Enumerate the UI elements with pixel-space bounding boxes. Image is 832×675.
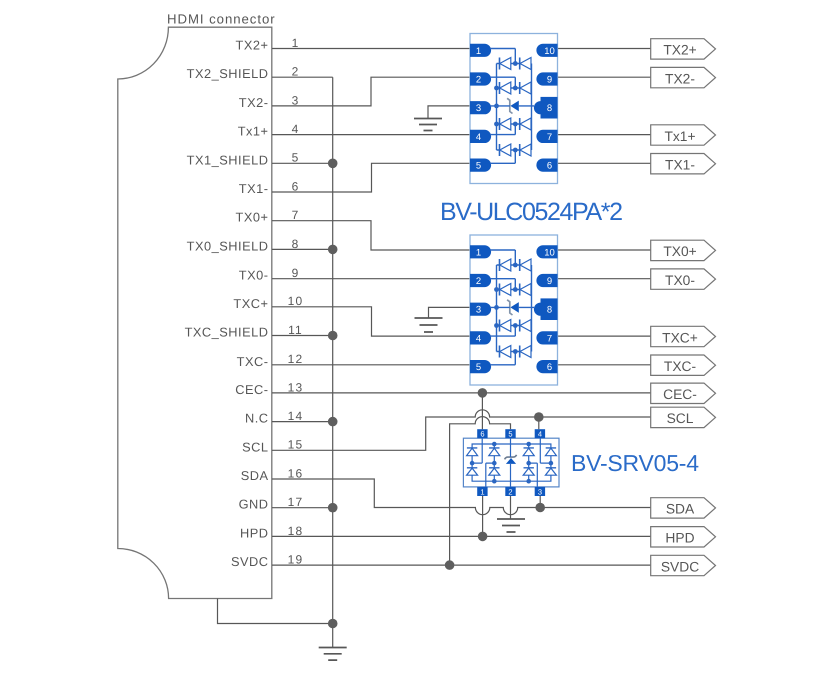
svg-text:CEC-: CEC-	[663, 387, 697, 402]
svg-text:14: 14	[288, 409, 304, 423]
svg-text:13: 13	[288, 380, 304, 394]
svg-text:5: 5	[508, 430, 512, 439]
svg-text:BV-ULC0524PA*2: BV-ULC0524PA*2	[440, 198, 623, 226]
svg-text:TX0-: TX0-	[239, 268, 269, 283]
svg-text:4: 4	[538, 430, 542, 439]
svg-text:9: 9	[547, 276, 552, 287]
svg-text:SDA: SDA	[241, 468, 269, 483]
svg-text:N.C: N.C	[245, 411, 269, 426]
svg-text:9: 9	[292, 266, 300, 280]
svg-text:3: 3	[292, 93, 300, 107]
svg-text:3: 3	[538, 487, 542, 496]
svg-text:12: 12	[288, 352, 304, 366]
svg-text:SDA: SDA	[666, 502, 695, 517]
svg-text:4: 4	[476, 132, 481, 143]
svg-text:4: 4	[292, 122, 300, 136]
svg-text:10: 10	[288, 294, 304, 308]
svg-text:TXC_SHIELD: TXC_SHIELD	[185, 325, 269, 340]
svg-text:SVDC: SVDC	[661, 559, 699, 574]
svg-text:10: 10	[544, 46, 555, 57]
svg-text:5: 5	[476, 161, 481, 172]
svg-text:BV-SRV05-4: BV-SRV05-4	[571, 450, 699, 476]
svg-text:7: 7	[547, 132, 552, 143]
svg-text:SVDC: SVDC	[231, 554, 269, 569]
svg-text:6: 6	[480, 430, 484, 439]
svg-text:2: 2	[508, 487, 512, 496]
svg-text:3: 3	[476, 305, 481, 316]
svg-text:1: 1	[292, 36, 300, 50]
svg-text:TX1_SHIELD: TX1_SHIELD	[187, 152, 269, 167]
svg-text:Tx1+: Tx1+	[238, 124, 269, 139]
svg-text:6: 6	[547, 362, 552, 373]
svg-text:TX0_SHIELD: TX0_SHIELD	[187, 238, 269, 253]
svg-text:TXC+: TXC+	[662, 330, 698, 345]
svg-text:2: 2	[292, 65, 300, 79]
svg-text:16: 16	[288, 466, 304, 480]
svg-text:7: 7	[292, 208, 300, 222]
svg-text:9: 9	[547, 75, 552, 86]
svg-text:6: 6	[547, 161, 552, 172]
svg-text:18: 18	[288, 524, 304, 538]
svg-text:5: 5	[476, 362, 481, 373]
svg-text:CEC-: CEC-	[235, 382, 268, 397]
svg-text:TXC-: TXC-	[237, 354, 269, 369]
svg-text:HDMI connector: HDMI connector	[167, 11, 276, 26]
svg-text:TX1-: TX1-	[239, 181, 269, 196]
svg-text:17: 17	[288, 495, 304, 509]
svg-text:5: 5	[292, 151, 300, 165]
svg-text:1: 1	[480, 487, 484, 496]
svg-text:TXC+: TXC+	[233, 296, 268, 311]
svg-text:TX2-: TX2-	[665, 71, 695, 86]
svg-text:8: 8	[547, 103, 552, 114]
svg-text:Tx1+: Tx1+	[664, 129, 695, 144]
svg-text:3: 3	[476, 103, 481, 114]
svg-text:HPD: HPD	[240, 525, 269, 540]
svg-text:TX0+: TX0+	[236, 210, 269, 225]
svg-text:19: 19	[288, 553, 304, 567]
svg-text:8: 8	[292, 237, 300, 251]
svg-text:SCL: SCL	[667, 411, 694, 426]
svg-text:TX2+: TX2+	[663, 43, 696, 58]
svg-text:TX2_SHIELD: TX2_SHIELD	[187, 66, 269, 81]
svg-text:1: 1	[476, 46, 481, 57]
svg-text:15: 15	[288, 438, 304, 452]
svg-text:SCL: SCL	[242, 439, 268, 454]
svg-text:HPD: HPD	[665, 531, 694, 546]
svg-text:1: 1	[476, 247, 481, 258]
svg-text:10: 10	[544, 247, 555, 258]
svg-text:7: 7	[547, 333, 552, 344]
svg-text:2: 2	[476, 276, 481, 287]
svg-text:6: 6	[292, 179, 300, 193]
svg-text:TX2+: TX2+	[236, 38, 269, 53]
svg-text:TX2-: TX2-	[239, 95, 269, 110]
svg-text:TX0-: TX0-	[665, 273, 695, 288]
svg-text:GND: GND	[239, 497, 269, 512]
svg-text:TX1-: TX1-	[665, 158, 695, 173]
svg-text:11: 11	[288, 323, 303, 337]
svg-text:8: 8	[547, 305, 552, 316]
svg-text:TX0+: TX0+	[663, 244, 696, 259]
svg-text:TXC-: TXC-	[664, 359, 696, 374]
svg-text:4: 4	[476, 333, 481, 344]
svg-text:2: 2	[476, 75, 481, 86]
